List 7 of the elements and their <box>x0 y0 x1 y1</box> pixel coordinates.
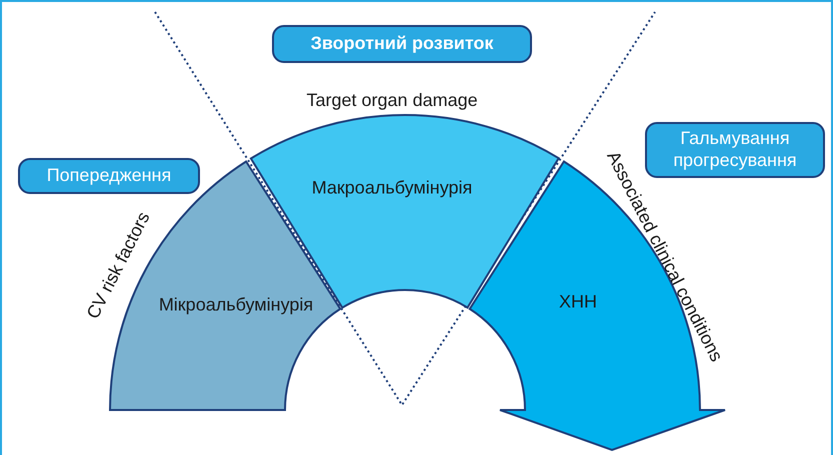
section-heading: Target organ damage <box>306 90 478 110</box>
segment-label: Макроальбумінурія <box>312 178 472 198</box>
segment-label: Мікроальбумінурія <box>158 294 314 316</box>
segment-label: ХНН <box>559 292 597 312</box>
label-pill: Попередження <box>18 158 200 194</box>
heading-pill: Зворотний розвиток <box>272 25 532 63</box>
label-pill: Гальмування прогресування <box>645 122 825 178</box>
